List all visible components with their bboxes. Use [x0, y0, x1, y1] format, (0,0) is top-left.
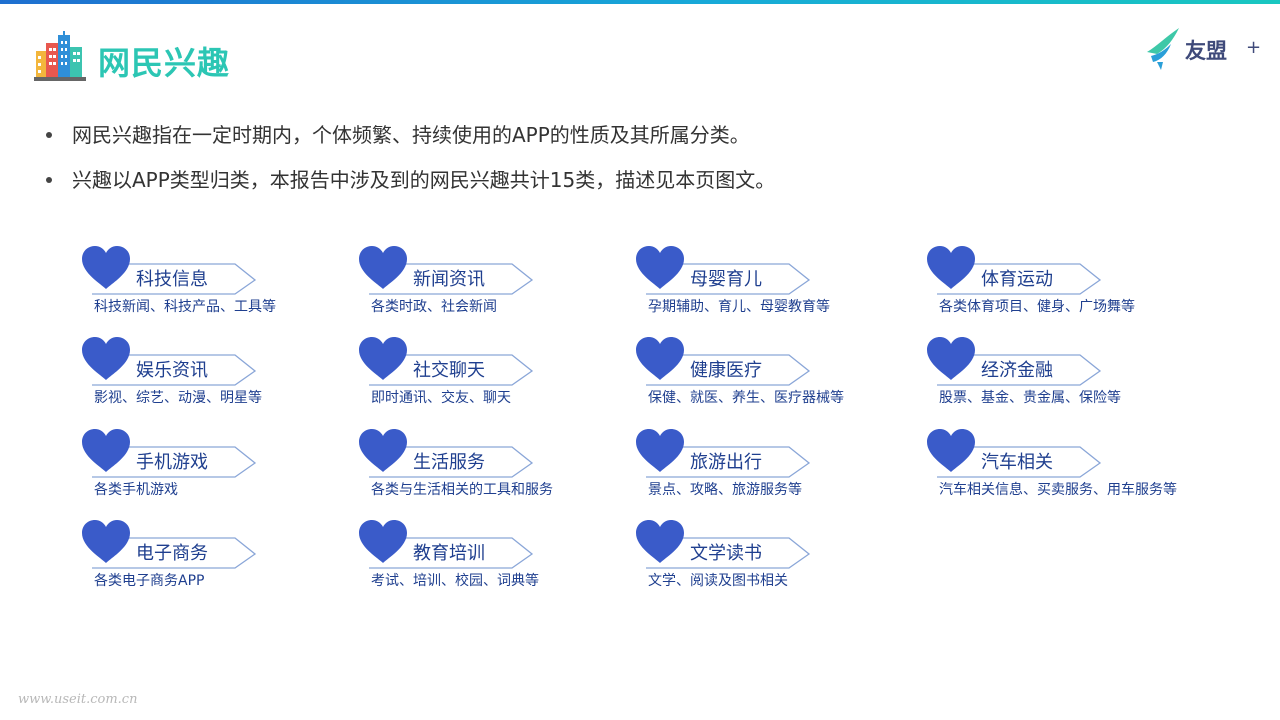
interest-card: 汽车相关汽车相关信息、买卖服务、用车服务等	[925, 429, 1215, 505]
interest-card: 教育培训考试、培训、校园、词典等	[357, 520, 647, 596]
interest-name: 社交聊天	[413, 360, 485, 381]
heart-icon	[636, 429, 684, 472]
brand-plus: +	[1246, 37, 1262, 58]
interest-desc: 汽车相关信息、买卖服务、用车服务等	[939, 482, 1177, 498]
brand-logo: 友盟 +	[1143, 26, 1263, 70]
heart-icon	[82, 520, 130, 563]
heart-icon	[82, 337, 130, 380]
heart-icon	[359, 520, 407, 563]
interest-card: 健康医疗保健、就医、养生、医疗器械等	[634, 337, 924, 413]
interest-card: 生活服务各类与生活相关的工具和服务	[357, 429, 647, 505]
umeng-bird-icon	[1147, 28, 1179, 70]
interest-name: 体育运动	[981, 269, 1053, 290]
interest-desc: 各类与生活相关的工具和服务	[371, 482, 553, 498]
arrow-outline-icon	[937, 263, 1102, 295]
heart-icon	[927, 246, 975, 289]
heart-icon	[636, 337, 684, 380]
interest-card: 社交聊天即时通讯、交友、聊天	[357, 337, 647, 413]
bullet-dot	[46, 132, 52, 138]
arrow-outline-icon	[646, 537, 811, 569]
arrow-outline-icon	[369, 354, 534, 386]
interest-name: 汽车相关	[981, 452, 1053, 473]
heart-icon	[82, 246, 130, 289]
arrow-outline-icon	[646, 263, 811, 295]
bullet-text: 兴趣以APP类型归类，本报告中涉及到的网民兴趣共计15类，描述见本页图文。	[72, 168, 776, 192]
interest-card: 旅游出行景点、攻略、旅游服务等	[634, 429, 924, 505]
interest-name: 科技信息	[136, 269, 208, 290]
arrow-outline-icon	[92, 354, 257, 386]
arrow-outline-icon	[646, 354, 811, 386]
bullet-item: 网民兴趣指在一定时期内，个体频繁、持续使用的APP的性质及其所属分类。	[44, 120, 775, 165]
interest-name: 健康医疗	[690, 360, 762, 381]
interest-name: 电子商务	[136, 543, 208, 564]
interest-desc: 各类手机游戏	[94, 482, 178, 498]
interest-name: 新闻资讯	[413, 269, 485, 290]
bullet-text: 网民兴趣指在一定时期内，个体频繁、持续使用的APP的性质及其所属分类。	[72, 123, 750, 147]
interest-desc: 保健、就医、养生、医疗器械等	[648, 390, 844, 406]
bullet-dot	[46, 177, 52, 183]
interest-card: 新闻资讯各类时政、社会新闻	[357, 246, 647, 322]
interest-card: 科技信息科技新闻、科技产品、工具等	[80, 246, 370, 322]
heart-icon	[359, 429, 407, 472]
heart-icon	[927, 429, 975, 472]
arrow-outline-icon	[369, 537, 534, 569]
arrow-outline-icon	[937, 446, 1102, 478]
arrow-outline-icon	[937, 354, 1102, 386]
interest-card: 文学读书文学、阅读及图书相关	[634, 520, 924, 596]
top-accent-bar	[0, 0, 1280, 4]
interest-desc: 文学、阅读及图书相关	[648, 573, 788, 589]
interest-desc: 景点、攻略、旅游服务等	[648, 482, 802, 498]
interest-name: 母婴育儿	[690, 269, 762, 290]
heart-icon	[359, 337, 407, 380]
arrow-outline-icon	[92, 537, 257, 569]
interest-name: 经济金融	[981, 360, 1053, 381]
interest-card: 娱乐资讯影视、综艺、动漫、明星等	[80, 337, 370, 413]
interest-desc: 影视、综艺、动漫、明星等	[94, 390, 262, 406]
interest-desc: 股票、基金、贵金属、保险等	[939, 390, 1121, 406]
interest-name: 娱乐资讯	[136, 360, 208, 381]
interest-card: 手机游戏各类手机游戏	[80, 429, 370, 505]
interest-desc: 各类体育项目、健身、广场舞等	[939, 299, 1135, 315]
heart-icon	[636, 520, 684, 563]
heart-icon	[82, 429, 130, 472]
arrow-outline-icon	[369, 263, 534, 295]
bullet-item: 兴趣以APP类型归类，本报告中涉及到的网民兴趣共计15类，描述见本页图文。	[44, 165, 775, 210]
interest-name: 文学读书	[690, 543, 762, 564]
interest-card: 母婴育儿孕期辅助、育儿、母婴教育等	[634, 246, 924, 322]
page-title: 网民兴趣	[98, 44, 231, 82]
arrow-outline-icon	[646, 446, 811, 478]
interest-desc: 科技新闻、科技产品、工具等	[94, 299, 276, 315]
interest-desc: 各类时政、社会新闻	[371, 299, 497, 315]
interest-desc: 孕期辅助、育儿、母婴教育等	[648, 299, 830, 315]
heart-icon	[359, 246, 407, 289]
bullet-list: 网民兴趣指在一定时期内，个体频繁、持续使用的APP的性质及其所属分类。 兴趣以A…	[44, 120, 775, 210]
interest-card: 经济金融股票、基金、贵金属、保险等	[925, 337, 1215, 413]
city-buildings-icon	[34, 31, 86, 81]
interest-name: 生活服务	[413, 452, 485, 473]
interest-name: 手机游戏	[136, 452, 208, 473]
brand-name: 友盟	[1185, 39, 1227, 63]
arrow-outline-icon	[369, 446, 534, 478]
heart-icon	[927, 337, 975, 380]
watermark: www.useit.com.cn	[18, 692, 138, 707]
interest-name: 旅游出行	[690, 452, 762, 473]
arrow-outline-icon	[92, 446, 257, 478]
interest-desc: 即时通讯、交友、聊天	[371, 390, 511, 406]
arrow-outline-icon	[92, 263, 257, 295]
interest-card: 电子商务各类电子商务APP	[80, 520, 370, 596]
interest-desc: 考试、培训、校园、词典等	[371, 573, 539, 589]
interest-desc: 各类电子商务APP	[94, 573, 205, 589]
interest-card: 体育运动各类体育项目、健身、广场舞等	[925, 246, 1215, 322]
heart-icon	[636, 246, 684, 289]
interest-name: 教育培训	[413, 543, 485, 564]
